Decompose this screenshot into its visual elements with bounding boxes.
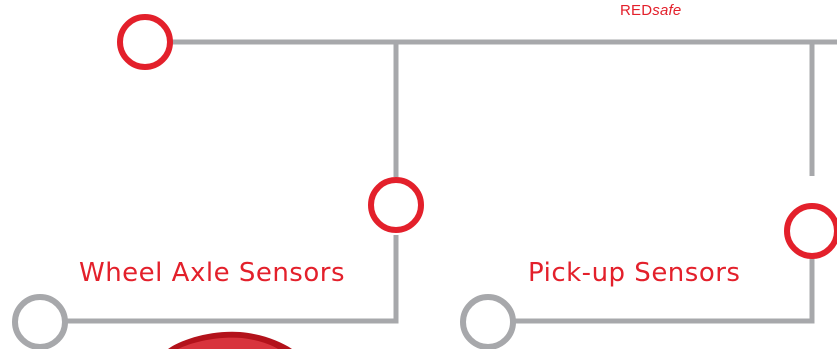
pick-up-sensors-label: Pick-up Sensors bbox=[528, 258, 741, 288]
wheel-axle-sensors-label: Wheel Axle Sensors bbox=[79, 258, 345, 288]
pickup-start-circle bbox=[460, 294, 516, 349]
product-image bbox=[168, 331, 292, 349]
pickup-bracket bbox=[514, 257, 815, 324]
wheel-axle-bracket bbox=[67, 235, 399, 324]
grey-nodes bbox=[12, 294, 516, 349]
red-nodes bbox=[117, 14, 837, 259]
connector-lines bbox=[67, 39, 837, 324]
pickup-node-circle bbox=[784, 203, 837, 259]
root-node-circle bbox=[117, 14, 173, 70]
brand-label: REDsafe bbox=[620, 2, 681, 19]
brand-prefix: RED bbox=[620, 2, 653, 19]
wheel-axle-start-circle bbox=[12, 294, 68, 349]
brand-suffix: safe bbox=[652, 2, 682, 19]
wheel-axle-node-circle bbox=[368, 177, 424, 233]
